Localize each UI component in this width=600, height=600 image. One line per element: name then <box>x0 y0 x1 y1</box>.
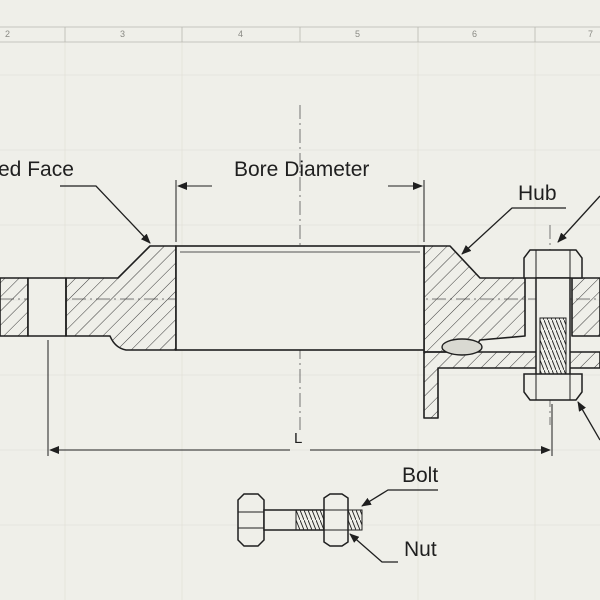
ruler-number-6: 6 <box>472 29 478 39</box>
ruler-number-7: 7 <box>588 29 594 39</box>
hub-label: Hub <box>518 182 557 205</box>
left-hub <box>65 245 177 351</box>
nut-bottom <box>523 373 583 401</box>
nut-leader <box>349 533 398 563</box>
ruler-number-4: 4 <box>238 29 244 39</box>
right-flange-face <box>571 277 600 337</box>
bolt-label: Bolt <box>402 464 439 487</box>
top-ruler <box>0 26 600 43</box>
ruler-number-2: 2 <box>5 29 11 39</box>
bolt-head <box>237 493 265 547</box>
bore-diameter-label: Bore Diameter <box>234 158 370 181</box>
mating-flange <box>423 351 600 419</box>
hub-leader <box>461 207 566 255</box>
raised-face-label: ed Face <box>0 158 74 181</box>
nut-detail <box>323 493 349 547</box>
raised-face-leader <box>60 185 151 244</box>
ruler-number-3: 3 <box>120 29 126 39</box>
bottom-right-leader <box>577 401 600 441</box>
bolt-thread <box>539 317 567 375</box>
left-bolt-hole <box>27 277 67 337</box>
right-hub <box>423 245 526 353</box>
top-right-leader <box>557 195 600 243</box>
nut-label: Nut <box>404 538 437 561</box>
dimension-lines <box>47 180 553 456</box>
bolt-detail-thread <box>295 509 325 531</box>
bolt-detail <box>237 493 363 547</box>
ruler-number-5: 5 <box>355 29 361 39</box>
left-flange-face <box>0 277 29 337</box>
bolt-leader <box>361 489 438 507</box>
weld-bead <box>441 338 483 356</box>
length-label: L <box>294 430 303 447</box>
leader-lines <box>60 185 600 563</box>
bore <box>175 245 425 351</box>
nut-top <box>523 249 583 279</box>
bolt-detail-tip <box>347 509 363 531</box>
flange-section <box>0 245 600 419</box>
bolt-assembly <box>523 249 583 401</box>
